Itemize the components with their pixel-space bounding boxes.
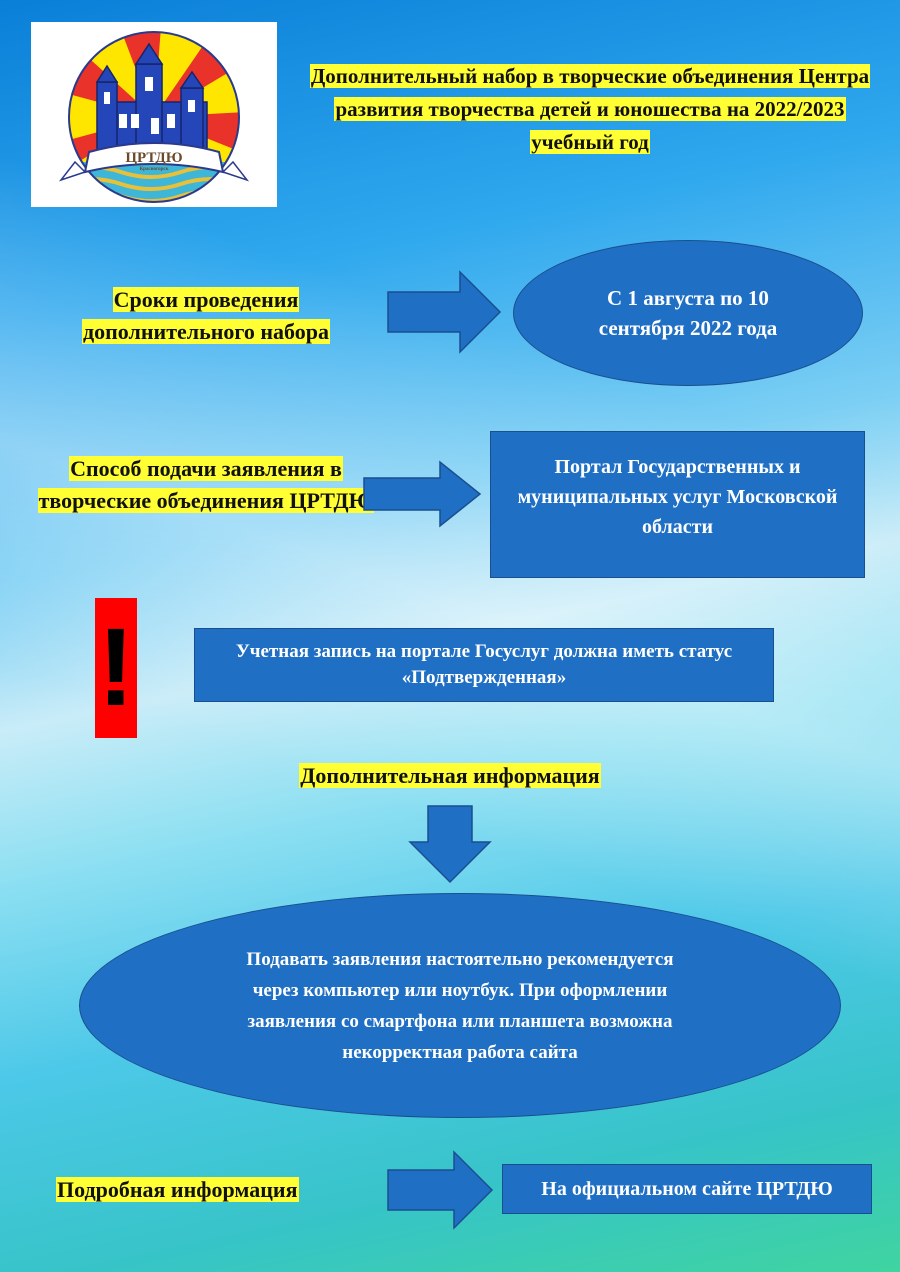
logo-subtitle: Красногорск (139, 167, 168, 172)
details-link-box[interactable]: На официальном сайте ЦРТДЮ (502, 1164, 872, 1214)
additional-text: Подавать заявления настоятельно рекоменд… (246, 948, 674, 1063)
arrow-right-icon (387, 1150, 494, 1230)
method-value: Портал Государственных и муниципальных у… (517, 456, 838, 538)
warning-text: Учетная запись на портале Госуслуг должн… (235, 641, 733, 688)
page-title: Дополнительный набор в творческие объеди… (309, 64, 871, 154)
logo-box: ЦРТДЮ Красногорск (31, 22, 277, 207)
dates-ellipse: С 1 августа по 10 сентября 2022 года (513, 240, 863, 386)
crtdyu-logo: ЦРТДЮ Красногорск (58, 31, 250, 203)
exclamation-icon: ! (97, 606, 135, 729)
logo-text: ЦРТДЮ (125, 150, 182, 166)
arrow-down-icon (408, 805, 492, 884)
warning-mark: ! (95, 598, 137, 738)
details-value: На официальном сайте ЦРТДЮ (541, 1178, 833, 1200)
warning-box: Учетная запись на портале Госуслуг должн… (194, 628, 774, 702)
dates-label: Сроки проведения дополнительного набора (82, 287, 330, 344)
additional-ellipse: Подавать заявления настоятельно рекоменд… (79, 893, 841, 1118)
details-label: Подробная информация (56, 1177, 299, 1202)
arrow-right-icon (363, 460, 482, 528)
arrow-right-icon (387, 270, 502, 354)
additional-label: Дополнительная информация (299, 763, 601, 788)
method-label: Способ подачи заявления в творческие объ… (37, 456, 375, 513)
method-box: Портал Государственных и муниципальных у… (490, 431, 865, 578)
dates-value: С 1 августа по 10 сентября 2022 года (598, 286, 778, 340)
